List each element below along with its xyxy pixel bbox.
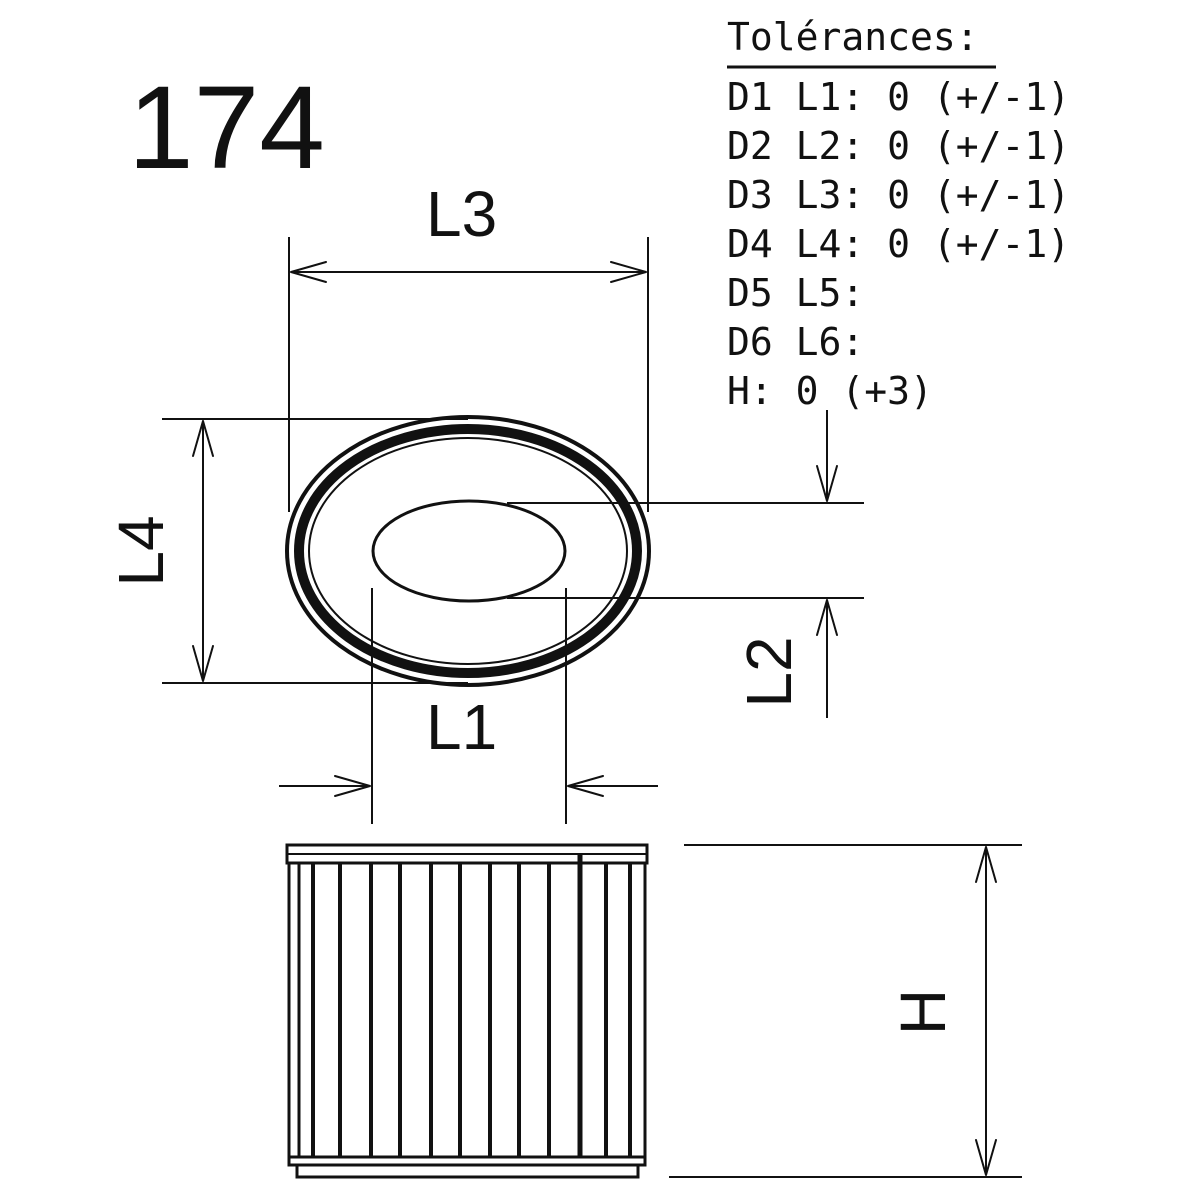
l1-arrow-right [567,775,604,797]
l1-label: L1 [426,691,497,763]
pleat-group [297,855,632,1157]
dimension-l2: L2 [507,410,864,718]
tolerance-line-h: H: 0 (+3) [727,369,933,413]
tolerance-line-d6: D6 L6: [727,320,864,364]
l3-arrow-right [610,261,647,283]
h-label: H [887,989,959,1035]
tolerance-line-d2: D2 L2: 0 (+/-1) [727,124,1070,168]
l3-label: L3 [426,178,497,250]
inner-ellipse [371,499,567,603]
tolerance-line-d5: D5 L5: [727,271,864,315]
l2-label: L2 [733,636,805,707]
l1-arrow-left [334,775,371,797]
top-view [285,415,651,687]
outer-ellipse-edge [285,415,651,687]
tolerance-line-d4: D4 L4: 0 (+/-1) [727,222,1070,266]
dimension-l1: L1 [279,588,658,824]
dimension-h: H [669,844,1022,1178]
bottom-cap-lower [295,1163,640,1179]
dimension-l3: L3 [288,178,649,512]
part-number: 174 [128,62,325,194]
tolerance-line-d3: D3 L3: 0 (+/-1) [727,173,1070,217]
l2-arrow-bottom [816,599,838,636]
l3-arrow-left [290,261,327,283]
tolerances-title: Tolérances: [727,15,979,59]
l2-arrow-top [816,465,838,502]
outer-ellipse-band [294,424,642,678]
outer-ellipse-inner-edge [308,437,628,665]
l4-label: L4 [105,515,177,586]
dimension-l4: L4 [105,418,468,684]
h-arrow-top [975,846,997,883]
filter-body [287,861,647,1159]
tolerances-table: Tolérances: D1 L1: 0 (+/-1) D2 L2: 0 (+/… [727,15,1070,413]
l4-arrow-top [192,420,214,457]
tolerance-line-d1: D1 L1: 0 (+/-1) [727,75,1070,119]
l4-arrow-bottom [192,645,214,682]
h-arrow-bottom [975,1139,997,1176]
side-view [285,843,649,1179]
